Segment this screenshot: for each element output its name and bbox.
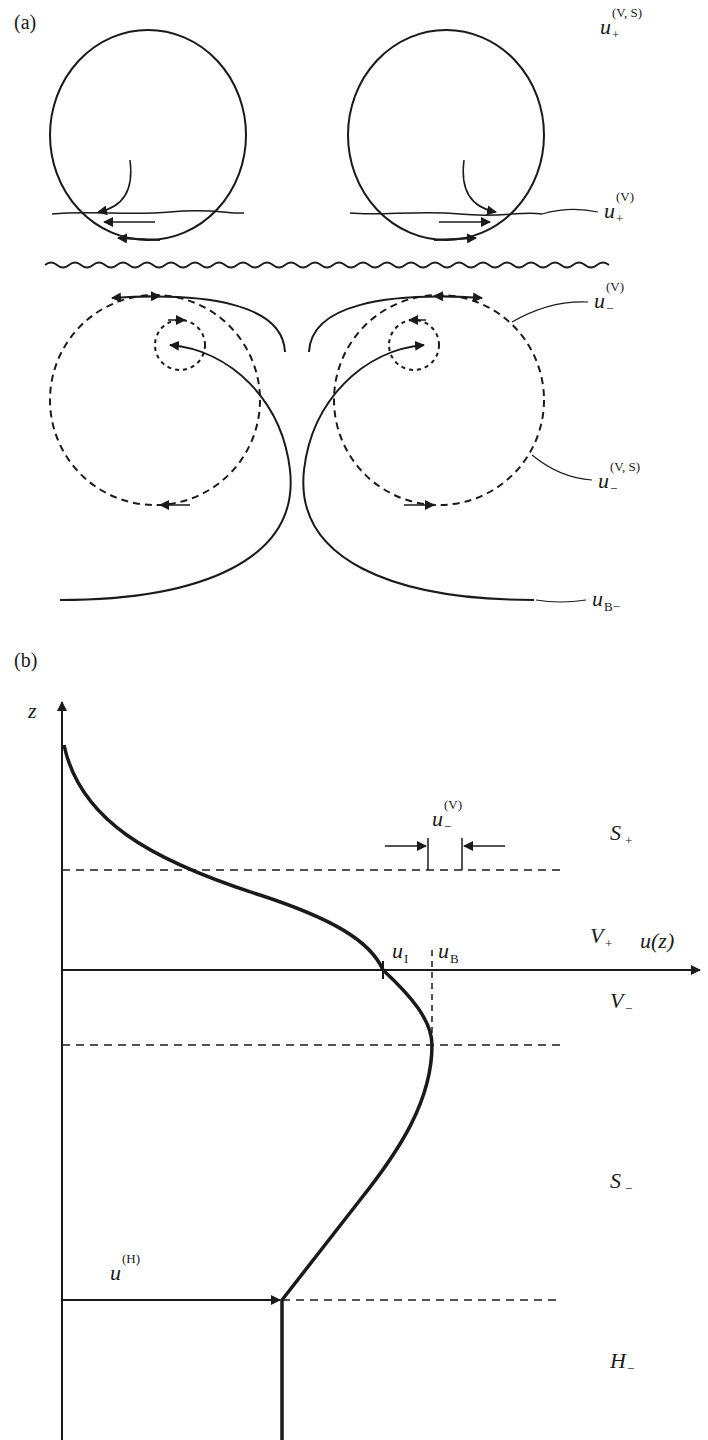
math-label: u	[592, 588, 603, 610]
index-mark: (V)	[444, 798, 462, 811]
math-label: u	[110, 1262, 121, 1284]
math-label: S	[610, 1170, 621, 1192]
index-mark: (H)	[122, 1252, 140, 1265]
index-mark: −	[625, 1182, 632, 1195]
index-mark: −	[444, 820, 451, 833]
index-mark: +	[625, 834, 632, 847]
math-label: u	[432, 808, 443, 830]
math-label: (a)	[14, 12, 36, 32]
index-mark: (V, S)	[612, 6, 642, 19]
math-label: V	[590, 925, 603, 947]
math-label: u	[604, 200, 615, 222]
index-mark: (V, S)	[610, 460, 640, 473]
velocity-profile	[64, 745, 432, 1440]
index-mark: +	[612, 28, 619, 41]
air-cell	[348, 30, 544, 240]
index-mark: (V)	[616, 190, 634, 203]
math-label: H	[610, 1350, 626, 1372]
index-mark: −	[625, 1002, 632, 1015]
index-mark: B	[450, 952, 459, 965]
index-mark: −	[627, 1362, 634, 1375]
math-label: (b)	[14, 650, 37, 670]
math-label: u	[392, 940, 403, 962]
math-label: u	[598, 470, 609, 492]
air-cell	[50, 30, 246, 240]
index-mark: −	[606, 302, 613, 315]
math-label: u	[594, 290, 605, 312]
math-label: z	[28, 700, 37, 722]
index-mark: I	[404, 952, 408, 965]
math-label: u	[600, 16, 611, 38]
math-label: u(z)	[640, 930, 674, 952]
math-label: u	[438, 940, 449, 962]
math-label: V	[610, 990, 623, 1012]
index-mark: B−	[604, 600, 620, 613]
index-mark: −	[610, 482, 617, 495]
index-mark: +	[616, 212, 623, 225]
z-axis	[61, 702, 63, 1440]
math-label: S	[610, 822, 621, 844]
index-mark: (V)	[606, 280, 624, 293]
wavy-interface	[45, 263, 609, 268]
index-mark: +	[605, 937, 612, 950]
